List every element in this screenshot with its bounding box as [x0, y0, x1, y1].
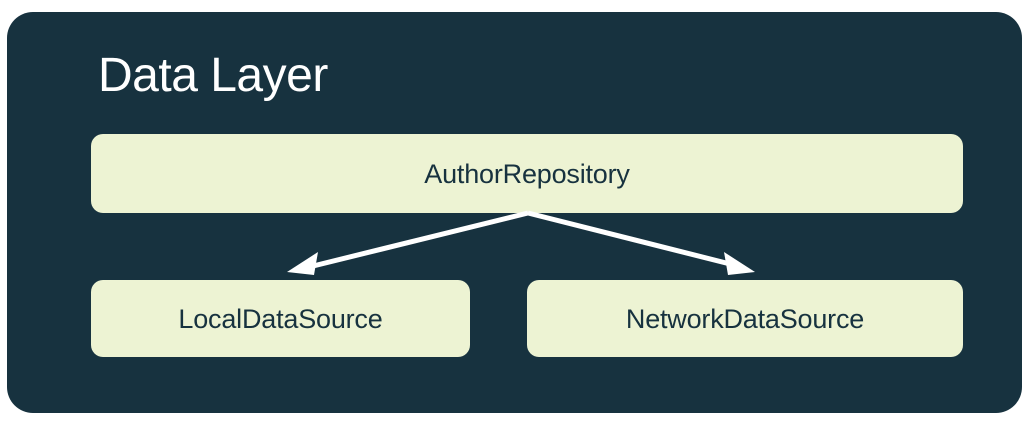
node-label-network-data-source: NetworkDataSource — [625, 303, 865, 334]
node-author-repository[interactable]: AuthorRepository — [91, 134, 963, 213]
page-title: Data Layer — [98, 49, 328, 102]
node-local-data-source[interactable]: LocalDataSource — [91, 280, 470, 357]
node-network-data-source[interactable]: NetworkDataSource — [527, 280, 963, 357]
node-label-local-data-source: LocalDataSource — [178, 303, 383, 334]
node-label-author-repository: AuthorRepository — [424, 158, 630, 189]
